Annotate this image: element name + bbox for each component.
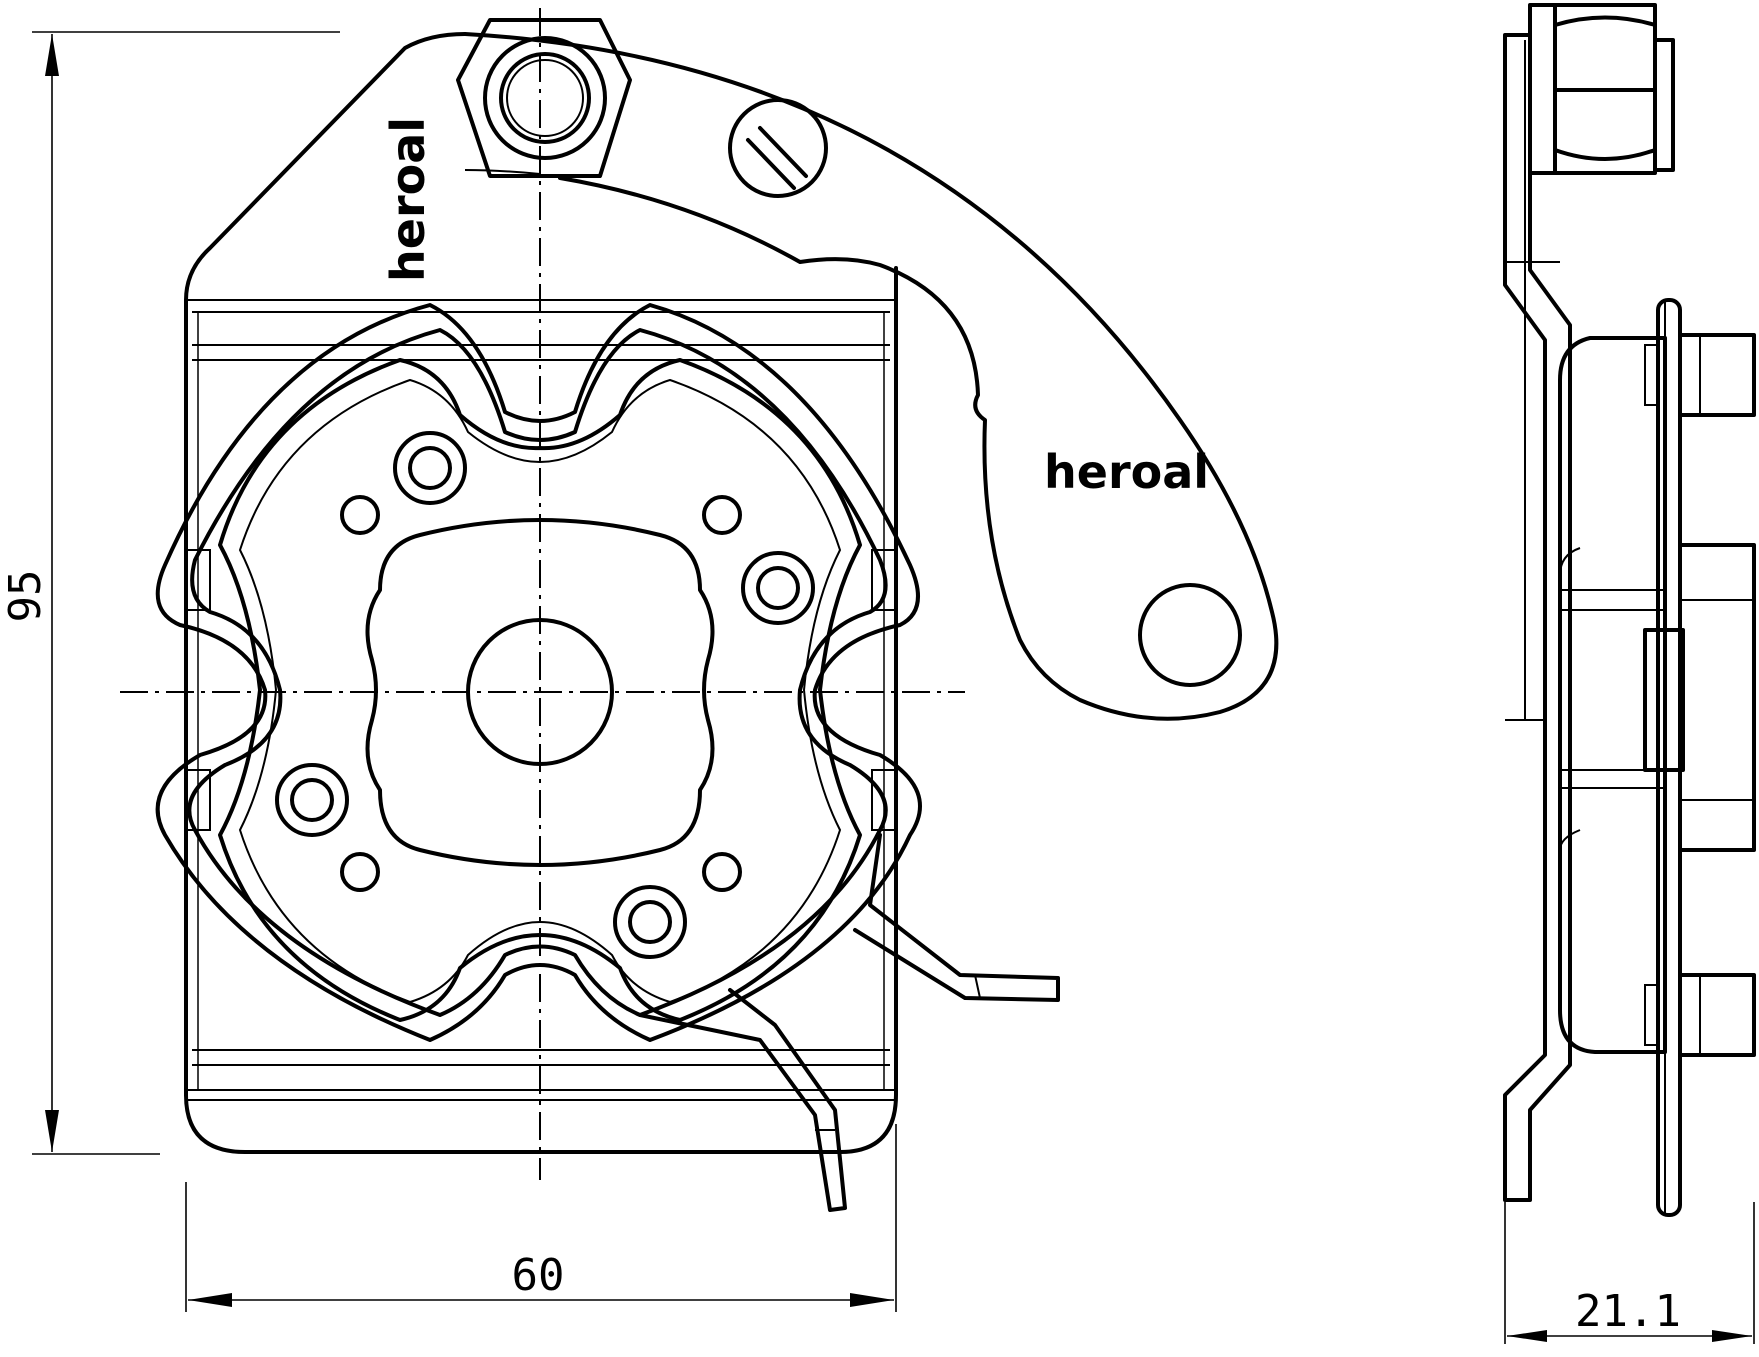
brand-label-plate: heroal bbox=[381, 117, 435, 282]
mounting-hole-icon bbox=[741, 551, 815, 625]
dimension-width-label: 60 bbox=[512, 1250, 565, 1301]
brake-arm bbox=[463, 32, 1279, 721]
mounting-hole-icon bbox=[393, 431, 467, 505]
dimension-depth: 21.1 bbox=[1504, 1202, 1755, 1344]
mounting-hole-icon bbox=[613, 885, 687, 959]
mounting-hole-icon bbox=[275, 763, 349, 837]
retaining-spring bbox=[155, 303, 1060, 1212]
center-lines bbox=[120, 8, 965, 1180]
side-view bbox=[1503, 3, 1756, 1217]
hub bbox=[275, 431, 815, 959]
dimension-height: 95 bbox=[0, 31, 340, 1155]
dimension-depth-label: 21.1 bbox=[1575, 1286, 1681, 1337]
brand-label-arm: heroal bbox=[1044, 445, 1209, 499]
dimension-height-label: 95 bbox=[0, 570, 51, 623]
dimension-width: 60 bbox=[185, 1124, 897, 1312]
hex-nut-icon bbox=[456, 18, 632, 178]
